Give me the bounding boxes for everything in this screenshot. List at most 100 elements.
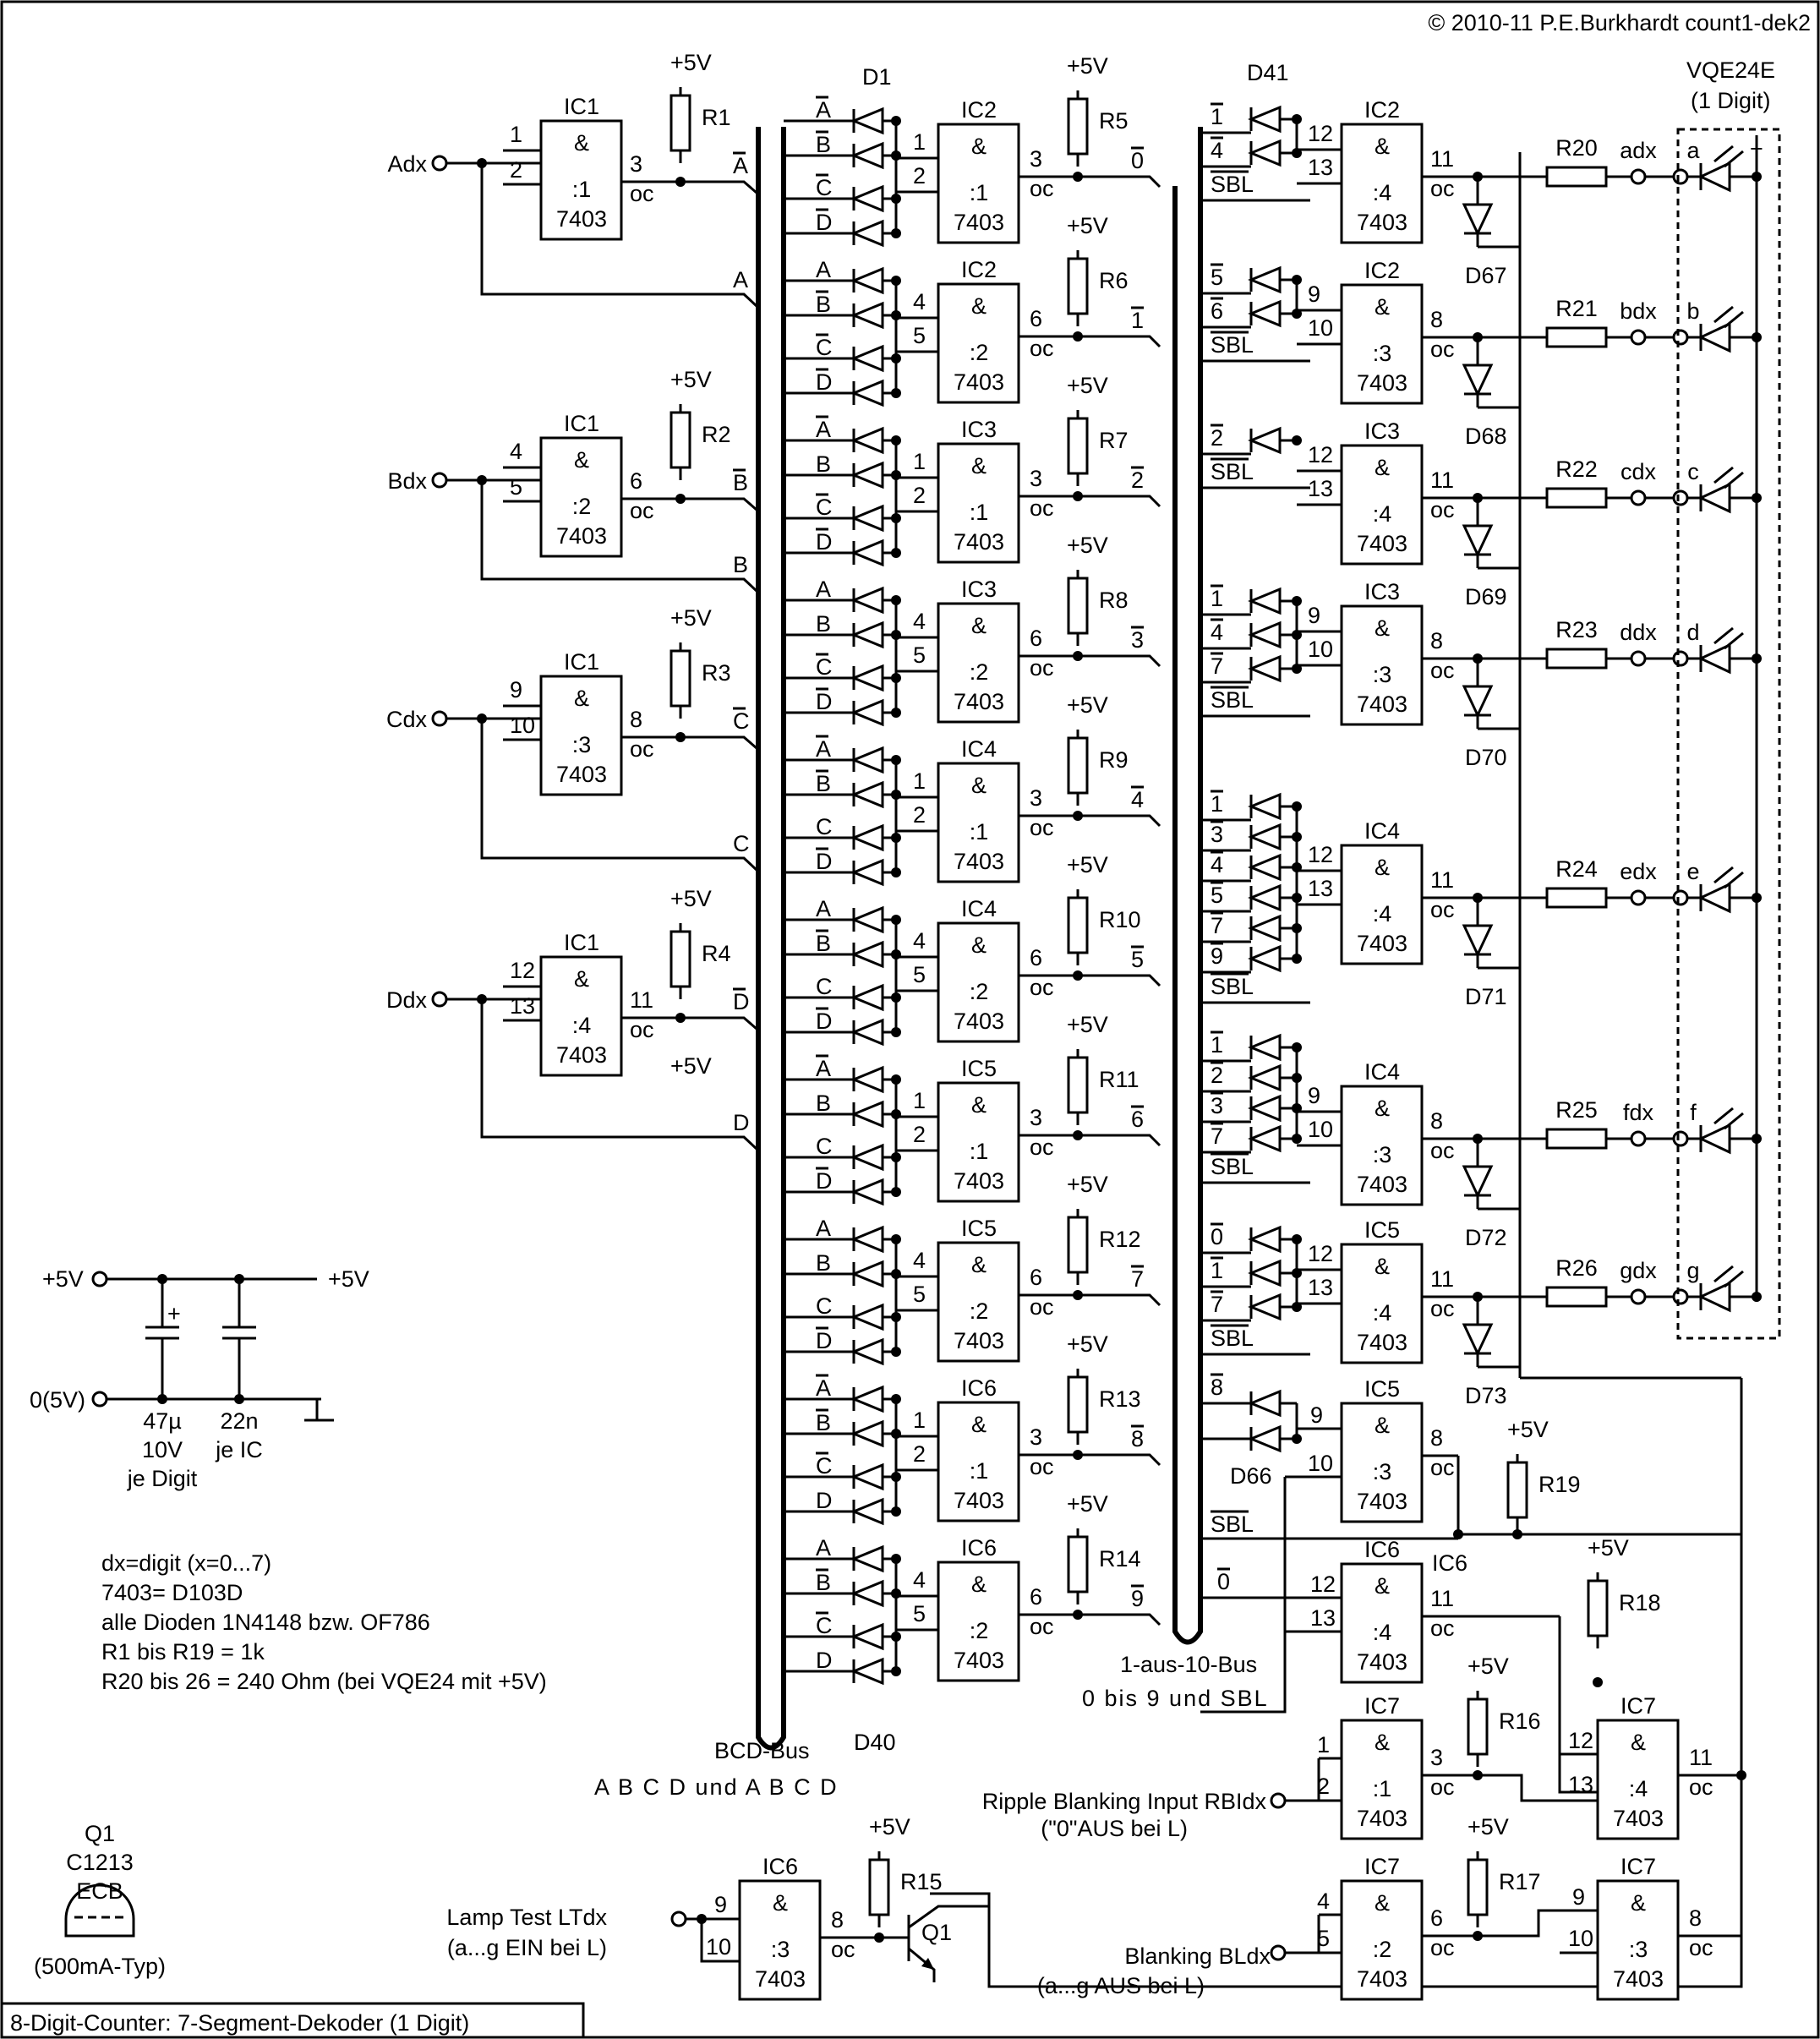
note-2: 7403= D103D: [101, 1580, 243, 1605]
gate-and-symbol: &: [1631, 1730, 1646, 1755]
decoder-line-label: B: [816, 1250, 831, 1276]
c2-value: 22n: [220, 1408, 258, 1434]
gate-type: 7403: [1357, 931, 1407, 956]
pullup-resistor: R10: [1067, 889, 1141, 965]
segment-diode: [1248, 299, 1282, 328]
rbi-label: Ripple Blanking Input RBIdx: [982, 1789, 1267, 1814]
note-5: R20 bis 26 = 240 Ohm (bei VQE24 mit +5V): [101, 1669, 547, 1694]
onehot-label: 4: [1131, 787, 1144, 812]
segment-net-label: fdx: [1623, 1100, 1654, 1125]
ic-label: IC1: [564, 930, 599, 955]
led-terminal: [1672, 650, 1689, 667]
diode-body: [1248, 1293, 1282, 1321]
decoder-diode: [850, 1579, 884, 1608]
pin-number: 5: [913, 1601, 926, 1626]
ic-label: IC1: [564, 649, 599, 675]
bus-label: A: [733, 267, 748, 292]
gate-type: 7403: [1357, 1172, 1407, 1197]
pin-number: 1: [1317, 1732, 1330, 1757]
decoder-input-b: B: [784, 1559, 901, 1608]
pin-number: 2: [913, 802, 926, 828]
segment-terminal: [1630, 650, 1647, 667]
segment-letter: g: [1686, 1258, 1699, 1283]
led-ray: [1724, 471, 1744, 489]
segment-diode: [1462, 524, 1494, 558]
res-label: R26: [1555, 1255, 1598, 1281]
decoder-line-label: C: [816, 175, 833, 200]
segment-input-label: 4: [1211, 138, 1223, 163]
gate-body: [539, 119, 623, 241]
copyright: © 2010-11 P.E.Burkhardt count1-dek2: [1428, 10, 1811, 36]
gate-body: [539, 955, 623, 1077]
decoder-input-a: A: [784, 1216, 901, 1254]
gate-type: 7403: [954, 689, 1004, 714]
pin-number: 9: [1308, 282, 1320, 307]
res-label: R10: [1099, 907, 1141, 932]
gate-body: [1340, 1562, 1424, 1684]
res-body: [1545, 1286, 1608, 1308]
ic-label: IC6: [1364, 1537, 1400, 1562]
diode-label: D67: [1465, 263, 1507, 288]
vcc-terminal: [91, 1271, 108, 1287]
diode-body: [1248, 620, 1282, 649]
input-label-d: Ddx: [386, 987, 428, 1013]
segment-diode: [1248, 587, 1282, 615]
ic-label: IC3: [1364, 418, 1400, 444]
ic-label: IC7: [1364, 1693, 1400, 1719]
gate-and-symbol: &: [971, 1412, 987, 1437]
wire: [908, 1894, 991, 1929]
res-label: R1: [702, 105, 731, 130]
segment-resistor: R24: [1545, 856, 1608, 909]
gate-body: [1340, 1402, 1424, 1523]
gate-type: 7403: [954, 1488, 1004, 1513]
decoder-line-label: D: [816, 1009, 833, 1034]
pin-number: 5: [1317, 1926, 1330, 1951]
decoder-line-label: A: [816, 1375, 831, 1401]
wire: [480, 480, 758, 593]
pullup-resistor: R12: [1067, 1209, 1141, 1285]
pin-number: 1: [913, 129, 926, 155]
decoder-line-label: A: [816, 257, 831, 282]
anode-plus: +: [1750, 136, 1763, 161]
decoder-diode: [850, 1143, 884, 1172]
pin-number: 12: [510, 958, 535, 983]
decoder-input-d: D: [784, 1239, 901, 1366]
pin-number: 12: [1308, 842, 1333, 867]
res-label: R23: [1555, 617, 1598, 642]
segment-resistor: R26: [1545, 1255, 1608, 1308]
gate-body: [1340, 123, 1424, 244]
diode-body: [850, 1100, 884, 1129]
decoder-diode: [850, 504, 884, 533]
diode-body: [850, 219, 884, 248]
res-label: R21: [1555, 296, 1598, 321]
bl-label: Blanking BLdx: [1124, 1943, 1271, 1969]
segment-diode: [1462, 924, 1494, 958]
res-body: [1067, 1056, 1089, 1114]
bcd-bus-label: BCD-Bus: [714, 1738, 810, 1763]
pullup-resistor: R8: [1067, 570, 1129, 646]
segment-diode: [1462, 1165, 1494, 1199]
gate-type: 7403: [1357, 1330, 1407, 1355]
res-label: R15: [900, 1869, 943, 1894]
diode-body: [850, 1260, 884, 1288]
decoder-diode: [850, 426, 884, 455]
c1-voltage: 10V: [142, 1437, 183, 1462]
decoder-line-label: B: [816, 931, 831, 956]
pin-number: 1: [913, 1088, 926, 1113]
diode-body: [1248, 883, 1282, 912]
oc-label: oc: [831, 1937, 855, 1962]
decoder-input-d: D: [784, 440, 901, 567]
decoder-line-label: C: [816, 654, 833, 680]
res-body: [1067, 1375, 1089, 1434]
vcc-label: +5V: [1467, 1654, 1509, 1679]
transistor-label: Q1: [921, 1920, 952, 1945]
junction-dot: [1292, 435, 1302, 446]
gate-unit: :3: [572, 732, 592, 757]
gate-unit: :4: [572, 1013, 592, 1038]
segment-input-label: 2: [1211, 425, 1223, 451]
diode-body: [850, 664, 884, 692]
